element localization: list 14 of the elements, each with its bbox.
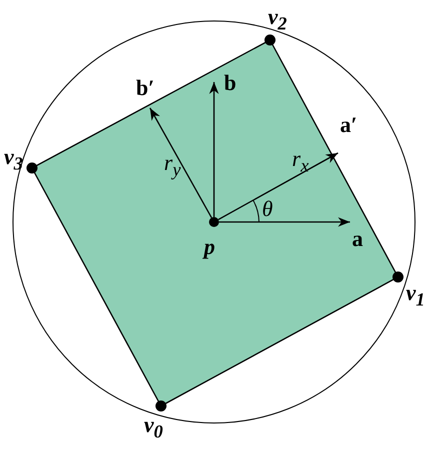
arrow	[218, 152, 338, 220]
arrow	[219, 217, 350, 227]
vertex-label: v$_{2}$	[268, 6, 287, 34]
vector-label: a	[352, 228, 363, 250]
vector-label: a′	[340, 114, 358, 136]
vertex-label: v$_{0}$	[144, 414, 163, 442]
vector-label: b′	[136, 77, 154, 99]
arrow	[209, 82, 219, 217]
angle-label: θ	[262, 198, 273, 220]
radius-label: r$_{y}$	[164, 152, 181, 180]
vertex-label: v$_{1}$	[406, 282, 425, 310]
arrow	[149, 108, 212, 218]
point-label: p	[204, 236, 215, 258]
vector-label: b	[224, 72, 236, 94]
